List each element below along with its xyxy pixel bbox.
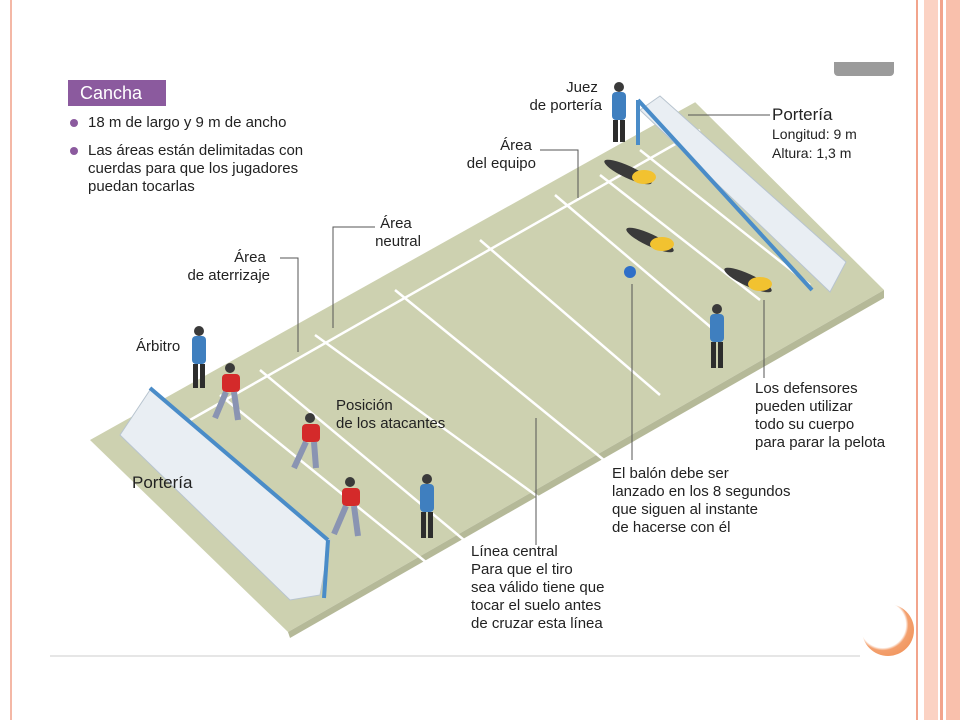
goal-judge xyxy=(612,82,626,142)
defender-1 xyxy=(604,159,656,185)
label-porteria-top: Portería xyxy=(772,105,833,124)
court-field xyxy=(90,102,884,632)
bullet-item: 18 m de largo y 9 m de ancho xyxy=(68,114,368,132)
label-balon: El balón debe ser lanzado en los 8 segun… xyxy=(612,465,795,536)
bullet-item: Las áreas están delimitadas con cuerdas … xyxy=(68,142,338,196)
bullet-dot-icon xyxy=(70,119,78,127)
gray-tab xyxy=(834,62,894,76)
label-posicion-atacantes: Posición de los atacantes xyxy=(336,397,445,432)
orange-circle-decoration xyxy=(862,604,914,656)
bullet-dot-icon xyxy=(70,147,78,155)
label-area-aterrizaje: Área de aterrizaje xyxy=(187,249,270,284)
attacker-1 xyxy=(212,363,241,421)
goal-top xyxy=(636,95,847,293)
slide-right-decoration xyxy=(916,0,960,720)
attacker-2 xyxy=(291,413,320,470)
referee-3 xyxy=(420,474,434,538)
label-area-equipo: Área del equipo xyxy=(467,137,536,172)
bullet-text: 18 m de largo y 9 m de ancho xyxy=(88,114,287,131)
label-longitud: Longitud: 9 m xyxy=(772,126,857,142)
label-area-neutral: Área neutral xyxy=(375,215,421,250)
referee-2 xyxy=(710,304,724,368)
slide-left-border xyxy=(0,0,12,720)
goal-bottom xyxy=(119,386,331,601)
court-lines xyxy=(174,63,811,581)
title-cancha: Cancha xyxy=(68,80,166,106)
label-porteria-bottom: Portería xyxy=(132,473,193,492)
defender-3 xyxy=(724,267,772,293)
attacker-3 xyxy=(331,477,361,537)
label-defensores: Los defensores pueden utilizar todo su c… xyxy=(755,380,886,451)
label-juez: Juez de portería xyxy=(529,79,602,114)
label-linea-central: Línea central Para que el tiro sea válid… xyxy=(471,543,609,632)
leader-lines xyxy=(280,114,770,545)
court-side-edge xyxy=(288,290,884,638)
defender-2 xyxy=(626,227,674,253)
label-arbitro: Árbitro xyxy=(136,338,180,355)
referee-1 xyxy=(192,326,206,388)
bullet-list: 18 m de largo y 9 m de ancho Las áreas e… xyxy=(68,114,368,206)
ball xyxy=(624,266,636,278)
bullet-text: Las áreas están delimitadas con cuerdas … xyxy=(88,142,304,195)
bottom-rule xyxy=(50,655,860,657)
label-altura: Altura: 1,3 m xyxy=(772,145,851,161)
